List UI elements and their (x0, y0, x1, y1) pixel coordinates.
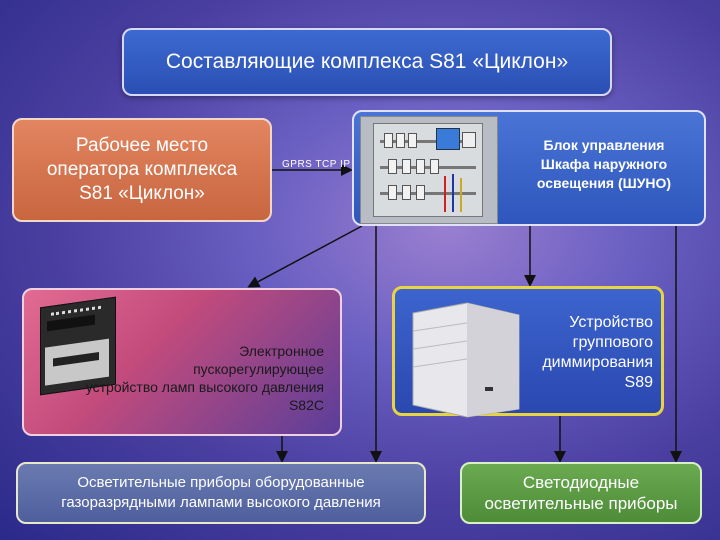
ballast-line-3: устройство ламп высокого давления (85, 379, 324, 395)
shuno-line-1: Блок управления (543, 137, 665, 153)
operator-line-1: Рабочее место (75, 135, 209, 156)
led-line-1: Светодиодные (522, 473, 640, 492)
dimming-line-4: S89 (624, 374, 653, 391)
led-line-2: осветительные приборы (484, 494, 678, 513)
dimming-line-1: Устройство (569, 314, 653, 331)
operator-line-3: S81 «Циклон» (79, 183, 205, 204)
shuno-line-2: Шкафа наружного (540, 156, 668, 172)
dimming-device-box: Устройство группового диммирования S89 (392, 286, 664, 418)
arrow-shuno-to-ballast (247, 225, 363, 288)
ballast-line-2: пускорегулирующее (193, 361, 324, 377)
dimming-text: Устройство группового диммирования S89 (503, 313, 653, 393)
operator-workstation-box: Рабочее место оператора комплекса S81 «Ц… (12, 118, 272, 222)
lamps-line-1: Осветительные приборы оборудованные (77, 474, 365, 491)
led-fixtures-box: Светодиодные осветительные приборы (460, 462, 702, 524)
link-label: GPRS TCP IP (282, 159, 351, 170)
ballast-text: Электронное пускорегулирующее устройство… (24, 342, 324, 414)
ballast-line-4: S82C (288, 397, 324, 413)
ballast-box: Электронное пускорегулирующее устройство… (22, 288, 342, 436)
operator-text: Рабочее место оператора комплекса S81 «Ц… (47, 134, 237, 206)
lamps-line-2: газоразрядными лампами высокого давления (61, 494, 381, 511)
shuno-line-3: освещения (ШУНО) (536, 175, 672, 191)
dimming-device-icon (412, 302, 520, 418)
page-title: Составляющие комплекса S81 «Циклон» (165, 50, 569, 73)
led-text: Светодиодные осветительные приборы (484, 472, 677, 514)
dimming-line-2: группового (572, 334, 653, 351)
cabinet-photo-icon (360, 116, 498, 224)
title-box: Составляющие комплекса S81 «Циклон» (122, 28, 612, 96)
operator-line-2: оператора комплекса (46, 159, 238, 180)
ballast-line-1: Электронное (239, 343, 324, 359)
dimming-line-3: диммирования (542, 354, 653, 371)
shuno-control-unit-box: Блок управления Шкафа наружного освещени… (352, 110, 706, 226)
hid-lamps-box: Осветительные приборы оборудованные газо… (16, 462, 426, 524)
lamps-text: Осветительные приборы оборудованные газо… (61, 473, 381, 513)
shuno-text: Блок управления Шкафа наружного освещени… (504, 136, 704, 193)
